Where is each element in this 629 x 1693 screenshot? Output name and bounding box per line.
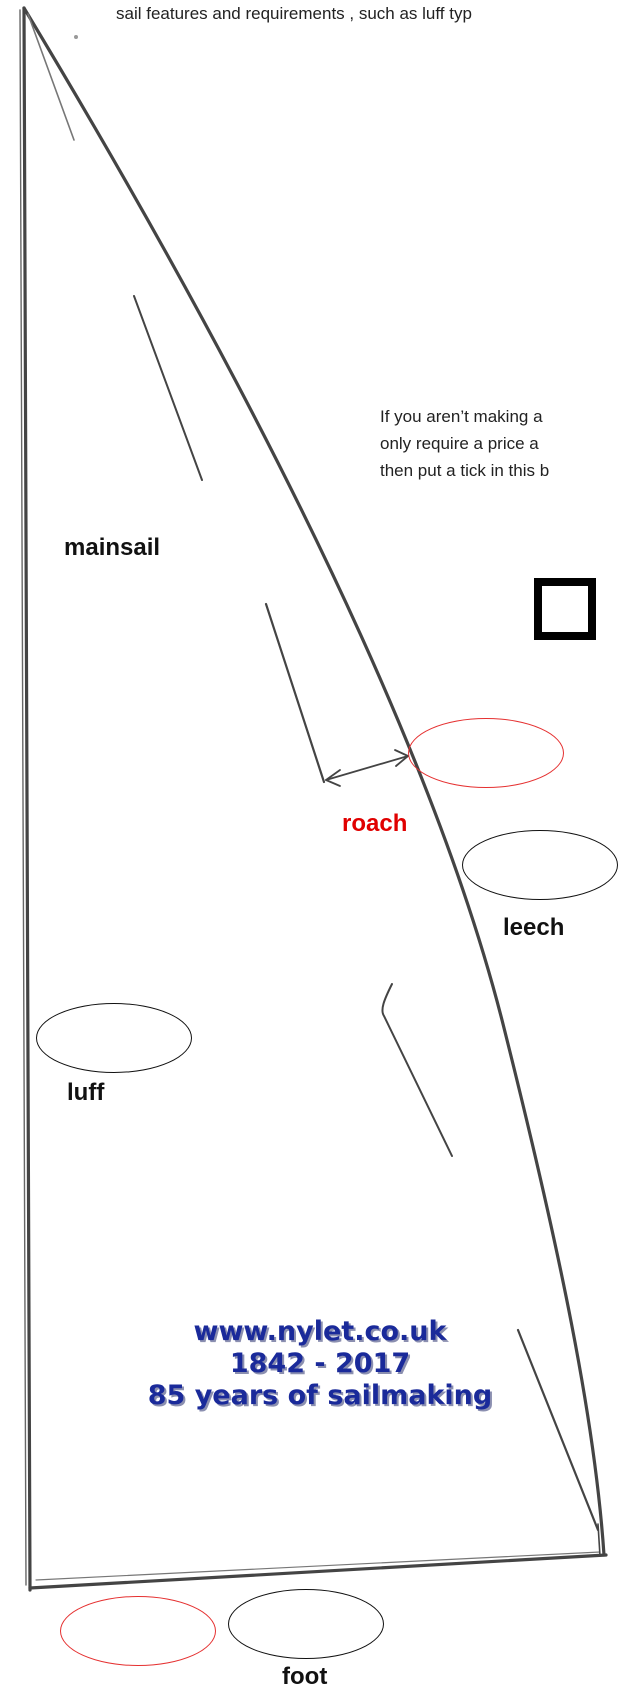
label-foot: foot bbox=[282, 1663, 327, 1691]
note-line-3: then put a tick in this b bbox=[380, 457, 629, 484]
note-line-1: If you aren’t making a bbox=[380, 403, 629, 430]
intro-text: sail features and requirements , such as… bbox=[116, 4, 472, 24]
batten bbox=[518, 1330, 598, 1530]
leech-answer-field[interactable] bbox=[462, 830, 618, 900]
brand-website[interactable]: www.nylet.co.uk bbox=[120, 1316, 520, 1348]
roach-arrow bbox=[326, 756, 408, 780]
luff-answer-field[interactable] bbox=[36, 1003, 192, 1073]
price-only-note: If you aren’t making a only require a pr… bbox=[380, 403, 629, 484]
price-only-tick-box[interactable] bbox=[534, 578, 596, 640]
label-roach: roach bbox=[342, 810, 407, 838]
label-mainsail: mainsail bbox=[64, 534, 160, 562]
label-luff: luff bbox=[67, 1079, 104, 1107]
brand-years: 1842 - 2017 bbox=[120, 1348, 520, 1380]
foot-answer-field[interactable] bbox=[228, 1589, 384, 1659]
label-leech: leech bbox=[503, 914, 564, 942]
batten bbox=[266, 604, 324, 782]
sail-foot-edge bbox=[30, 1555, 606, 1588]
batten bbox=[382, 984, 452, 1156]
note-line-2: only require a price a bbox=[380, 430, 629, 457]
brand-tagline: 85 years of sailmaking bbox=[120, 1380, 520, 1412]
batten bbox=[134, 296, 202, 480]
foot-answer-field-red[interactable] bbox=[60, 1596, 216, 1666]
nylet-branding: www.nylet.co.uk 1842 - 2017 85 years of … bbox=[120, 1316, 520, 1412]
roach-answer-field[interactable] bbox=[408, 718, 564, 788]
